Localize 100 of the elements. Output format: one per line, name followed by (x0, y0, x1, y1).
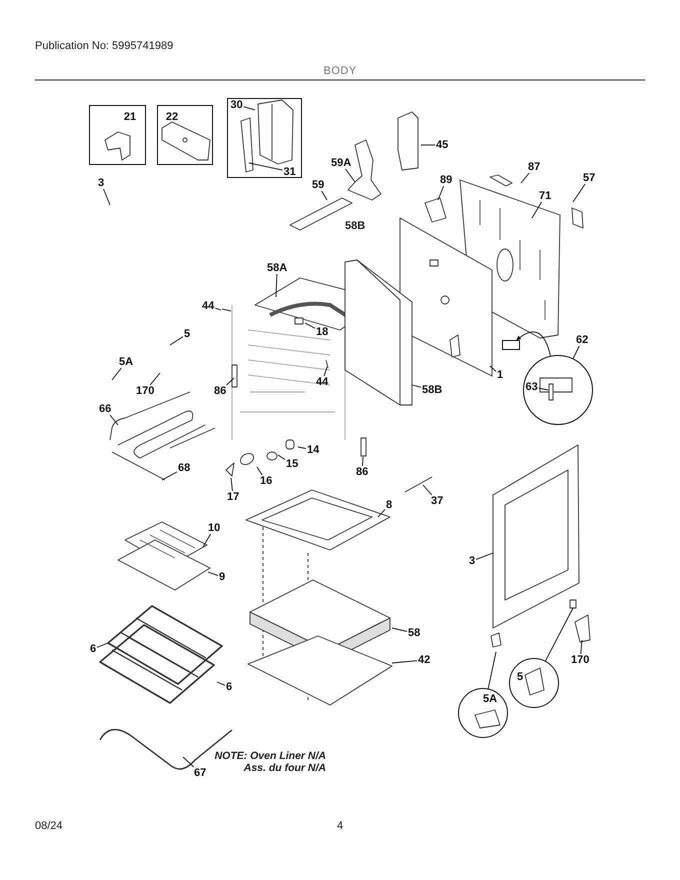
callout-number: 63 (524, 380, 539, 392)
callout-number: 5A (118, 356, 134, 368)
leader-line (572, 346, 580, 359)
page-number: 4 (337, 820, 344, 832)
callout-number: 15 (285, 458, 300, 470)
callout-number: 37 (430, 495, 444, 507)
callout-number: 18 (315, 326, 330, 338)
callout-number: 68 (177, 462, 192, 474)
curved-arrow (516, 332, 551, 356)
callout-number: 3 (468, 555, 476, 567)
callout-number: 5 (183, 328, 192, 340)
leader-line (422, 484, 432, 496)
callout-number: 59A (330, 157, 352, 169)
callout-number: 3 (97, 177, 106, 189)
leader-line (96, 642, 108, 648)
callout-number: 5 (516, 671, 524, 683)
leader-line (298, 446, 306, 450)
callout-number: 6 (225, 681, 234, 693)
leader-line (226, 378, 234, 386)
leader-line (162, 471, 178, 480)
terminal-block-drawing (502, 340, 520, 350)
leader-line (438, 186, 444, 200)
page-title: BODY (324, 65, 357, 77)
leader-line (572, 184, 586, 202)
leader-line (243, 106, 256, 110)
callout-number: 86 (355, 466, 370, 478)
leader-line (208, 572, 218, 576)
callout-number: 170 (135, 385, 156, 397)
callout-number: 21 (122, 111, 138, 123)
leader-line (182, 756, 194, 768)
leader-line (362, 456, 364, 466)
leader-line (170, 336, 184, 346)
detail-circle (458, 688, 508, 738)
inset-frame (157, 105, 213, 165)
leader-line (110, 414, 118, 426)
leader-line (392, 660, 418, 664)
callout-number: 58 (407, 627, 422, 639)
leader-line (321, 190, 328, 200)
callout-number: 57 (582, 172, 596, 184)
callout-number: 8 (385, 499, 394, 511)
detail-circle (523, 355, 593, 425)
date-text: 08/24 (35, 820, 63, 832)
leader-line (345, 168, 356, 182)
leader-line (112, 368, 122, 380)
callout-number: 71 (538, 190, 552, 202)
callout-number: 17 (226, 491, 240, 503)
callout-number: 66 (98, 403, 112, 415)
callout-number: 87 (527, 161, 542, 173)
leader-line (230, 478, 233, 492)
leader-line (490, 366, 496, 372)
detail-circle (509, 658, 559, 708)
callout-number: 31 (282, 166, 297, 178)
leader-line (216, 682, 226, 686)
callout-number: 58A (266, 262, 288, 274)
leader-line (103, 188, 110, 206)
callout-number: 170 (570, 654, 590, 666)
leader-line (488, 652, 496, 689)
callout-number: 14 (306, 444, 320, 456)
callout-number: 89 (439, 174, 454, 186)
callout-number: 44 (201, 300, 216, 312)
leader-line (532, 202, 542, 218)
callout-number: 67 (193, 767, 208, 779)
leader-line (276, 274, 278, 298)
leader-line (202, 534, 212, 548)
callout-number: 42 (417, 654, 432, 666)
callout-number: 6 (89, 643, 98, 655)
callout-number: 58B (421, 384, 444, 396)
note-text: NOTE: Oven Liner N/A Ass. du four N/A (214, 750, 326, 774)
leader-line (520, 172, 530, 184)
callout-number: 62 (575, 334, 590, 346)
leader-line (392, 628, 408, 632)
inset-frame (227, 98, 302, 178)
callout-number: 9 (218, 571, 226, 583)
leader-line (378, 508, 386, 518)
callout-number: 5A (482, 693, 498, 705)
callout-number: 86 (213, 385, 228, 397)
leader-line (304, 322, 316, 329)
leader-line (545, 608, 574, 662)
callout-number: 22 (164, 111, 180, 123)
leader-line (324, 366, 328, 376)
callout-number: 30 (230, 98, 244, 110)
leader-line (248, 162, 283, 170)
leader-line (150, 372, 160, 386)
callout-number: 45 (435, 139, 450, 151)
callout-number: 59 (311, 179, 326, 191)
leader-line (580, 640, 582, 654)
callout-number: 58B (345, 220, 366, 232)
leader-line (412, 384, 422, 388)
leader-line (420, 144, 436, 146)
leader-line (538, 388, 548, 390)
inset-frame (89, 105, 146, 165)
callout-number: 44 (315, 376, 330, 388)
leader-line (278, 454, 286, 460)
callout-number: 16 (259, 475, 274, 487)
leader-line (476, 552, 494, 560)
leader-line (256, 466, 263, 476)
publication-number: Publication No: 5995741989 (35, 40, 174, 52)
callout-number: 10 (207, 522, 222, 534)
callout-number: 1 (496, 369, 504, 381)
leader-line (214, 308, 222, 310)
